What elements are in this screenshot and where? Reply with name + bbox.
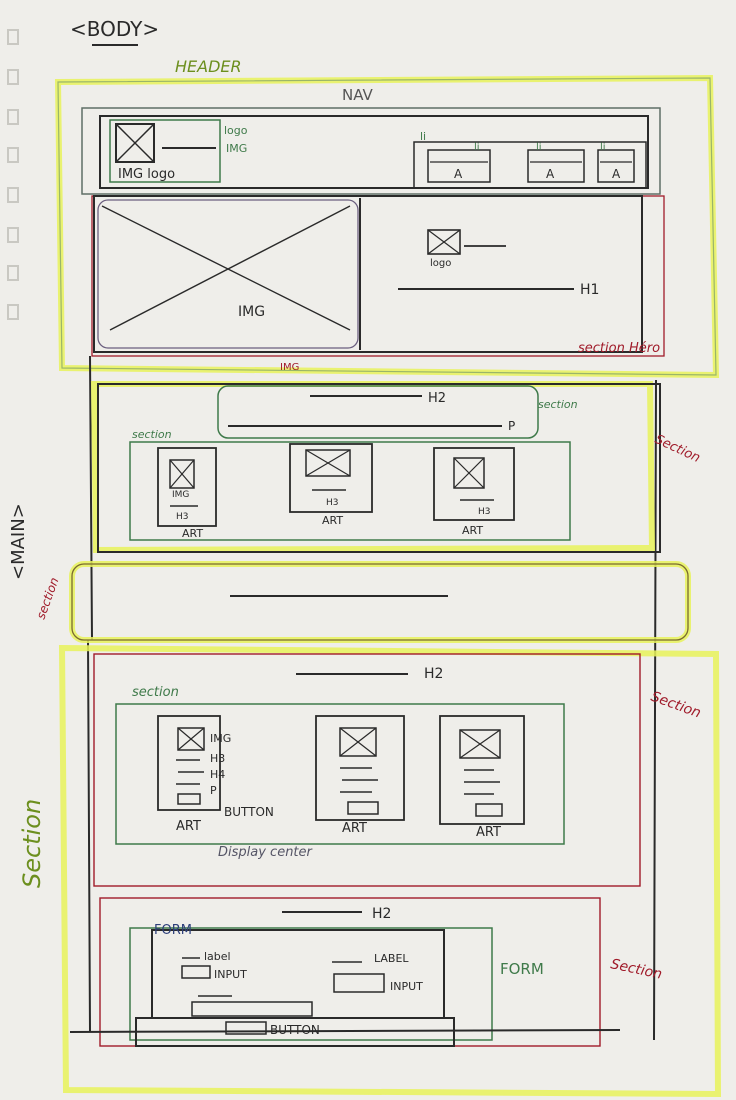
articles-section-1	[129, 441, 571, 541]
articles-section-1-label: section	[132, 428, 172, 441]
form-outline-green	[129, 927, 493, 1041]
hero-image-label: IMG	[238, 304, 265, 320]
intro-section	[217, 385, 539, 439]
nav-link-1[interactable]	[427, 149, 491, 183]
svg-text:ART: ART	[182, 527, 203, 540]
svg-text:ART: ART	[476, 825, 501, 840]
hero-section-label: section Héro	[578, 341, 660, 356]
nav-link-2[interactable]	[527, 149, 585, 183]
nav-outline	[81, 107, 661, 195]
article-card: H3 ART	[289, 443, 373, 527]
nav-logo-label: IMG logo	[118, 167, 175, 182]
article-note-h4: H4	[210, 768, 225, 781]
body-label: <BODY>	[70, 17, 159, 41]
form-section-label: Section	[609, 956, 663, 982]
hero-image-caption: IMG	[280, 362, 299, 373]
nav-list: li A li A li A li	[413, 130, 647, 189]
banner-section-label: section	[34, 576, 62, 621]
nav-link-3-label: A	[612, 167, 621, 181]
article-card: H3 ART	[433, 447, 515, 537]
intro-h2-label: H2	[428, 391, 446, 406]
logo-note-2: IMG	[226, 142, 247, 155]
article-note-button: BUTTON	[224, 805, 274, 819]
nav-link-1-label: A	[454, 167, 463, 181]
form-label: FORM	[154, 923, 192, 938]
article-card-detailed: ART	[157, 715, 221, 834]
svg-text:H3: H3	[326, 498, 339, 508]
svg-text:IMG: IMG	[172, 490, 189, 500]
bottom-section-highlight	[58, 644, 722, 1098]
textarea[interactable]	[191, 1001, 313, 1017]
nav-li-label: li	[420, 130, 426, 143]
form-label-left: label	[204, 950, 231, 963]
svg-text:H3: H3	[176, 512, 189, 522]
nav-label: NAV	[342, 86, 374, 104]
hero-h1-label: H1	[580, 282, 599, 298]
article-note-img: IMG	[210, 732, 231, 745]
main-outline	[87, 355, 657, 1041]
nav-logo: IMG logo	[109, 119, 221, 183]
svg-text:li: li	[536, 142, 542, 153]
nav-link-2-label: A	[546, 167, 555, 181]
article-note-p: P	[210, 784, 217, 797]
form-label-right: LABEL	[374, 952, 409, 965]
display-center-note: Display center	[218, 845, 314, 860]
input-left-label: INPUT	[214, 968, 247, 981]
article-card-detailed: ART	[439, 715, 525, 840]
svg-text:ART: ART	[462, 524, 483, 537]
hero-logo: logo	[427, 229, 506, 269]
nav-link-3[interactable]	[597, 149, 635, 183]
form-box	[151, 929, 445, 1019]
banner-section	[69, 561, 691, 643]
hero-logo-label: logo	[430, 258, 451, 269]
form-button-label: BUTTON	[270, 1023, 320, 1037]
header-label: HEADER	[175, 57, 242, 76]
articles-2-h2-label: H2	[424, 666, 443, 682]
main-label: <MAIN>	[8, 503, 29, 580]
articles-section-2-label: section	[132, 685, 179, 700]
logo-note-1: logo	[224, 124, 248, 137]
svg-text:ART: ART	[176, 819, 201, 834]
input-right-label: INPUT	[390, 980, 423, 993]
svg-text:H3: H3	[478, 507, 491, 517]
svg-text:ART: ART	[342, 821, 367, 836]
svg-text:li: li	[474, 142, 480, 153]
bottom-section-label: Section	[18, 799, 46, 888]
intro-section-label: section	[538, 398, 578, 411]
hero-image: IMG	[97, 199, 359, 349]
intro-p-label: P	[508, 419, 515, 433]
svg-text:ART: ART	[322, 514, 343, 527]
form-right-label: FORM	[500, 960, 544, 978]
form-h2-label: H2	[372, 906, 391, 922]
input-right[interactable]	[333, 973, 385, 993]
articles-section-2	[115, 703, 565, 845]
article-card-detailed: ART	[315, 715, 405, 836]
section-2-label-right: Section	[649, 689, 703, 722]
svg-text:li: li	[600, 142, 606, 153]
notebook-binding-holes	[7, 29, 19, 320]
article-card: IMG H3 ART	[157, 447, 217, 540]
form-submit-button[interactable]	[225, 1021, 267, 1035]
header-outline	[54, 74, 720, 379]
article-note-h3: H3	[210, 752, 225, 765]
input-left[interactable]	[181, 965, 211, 979]
hero-section-outline	[91, 195, 665, 357]
section-articles-2	[93, 653, 641, 887]
